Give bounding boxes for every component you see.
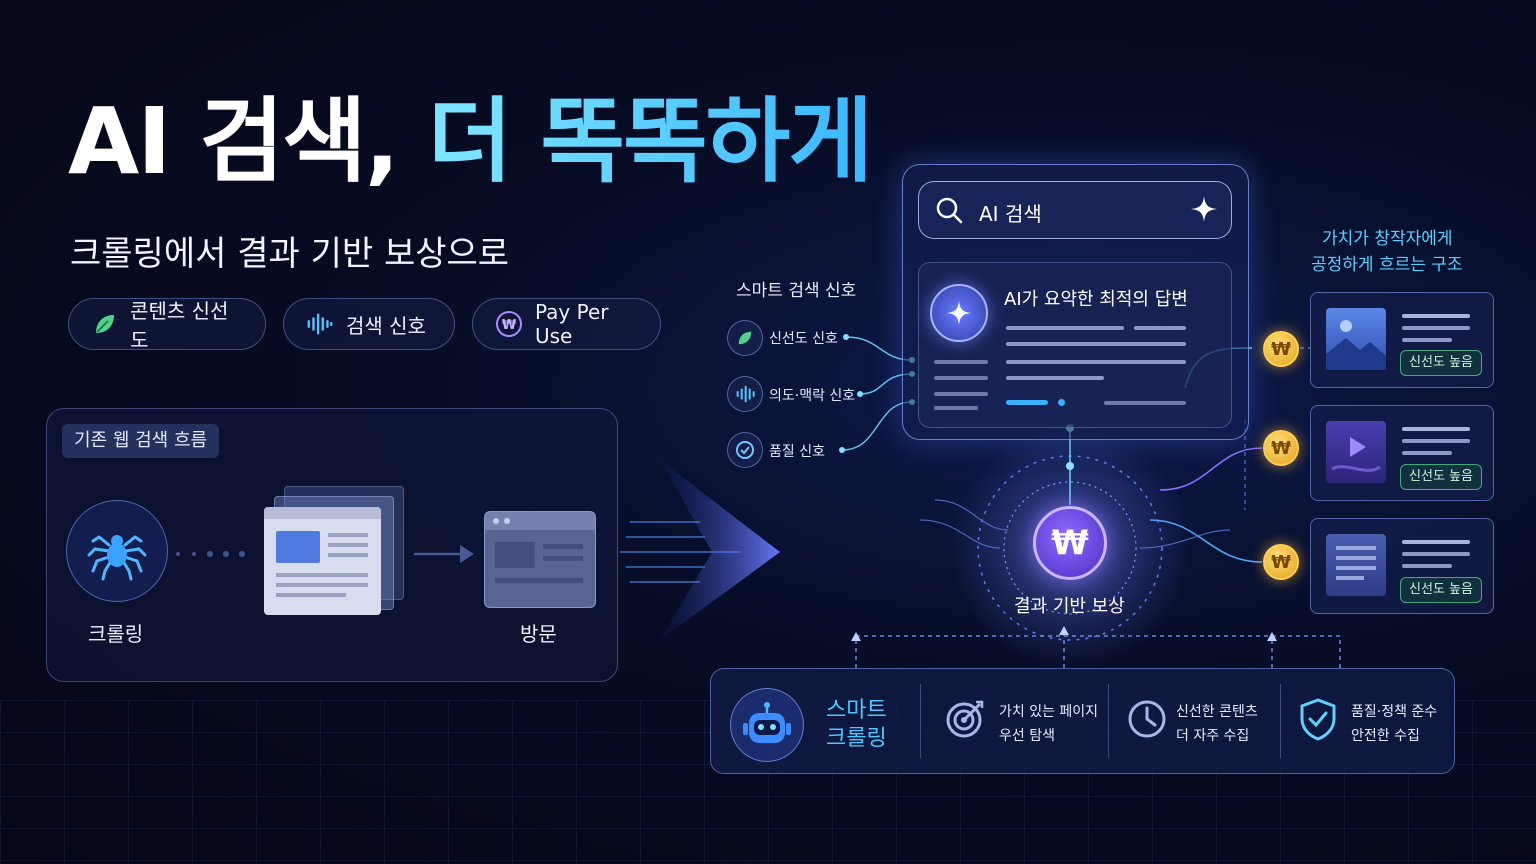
- pill-search-signal: 검색 신호: [283, 298, 455, 350]
- pill-label: Pay Per Use: [535, 300, 609, 348]
- image-icon: [1326, 308, 1386, 370]
- divider: [1280, 684, 1281, 758]
- title-cyan-part: 더 똑똑하게: [427, 88, 873, 195]
- feature-line2: 안전한 수집: [1351, 728, 1420, 744]
- smart-crawl-panel: [710, 668, 1455, 774]
- browser-window-icon: [484, 511, 596, 608]
- document-icon: [264, 507, 381, 615]
- text-line: [1402, 540, 1470, 544]
- feature-freshness: 신선한 콘텐츠 더 자주 수집: [1176, 700, 1258, 748]
- text-line: [1402, 564, 1452, 568]
- text-line: [1402, 451, 1452, 455]
- reward-label: 결과 기반 보상: [1014, 596, 1125, 617]
- won-coin-icon: ₩: [1033, 506, 1107, 580]
- signal-label-freshness: 신선도 신호: [769, 331, 838, 347]
- main-title: AI 검색, 더 똑똑하게: [68, 96, 873, 188]
- clock-icon: [1127, 699, 1167, 743]
- soundwave-icon: [727, 376, 763, 412]
- creators-heading-line1: 가치가 창작자에게: [1322, 229, 1453, 249]
- coin-symbol: ₩: [1271, 551, 1291, 573]
- crawl-label: 크롤링: [88, 622, 144, 646]
- divider: [920, 684, 921, 758]
- feature-priority: 가치 있는 페이지 우선 탐색: [999, 700, 1098, 748]
- signal-label-quality: 품질 신호: [769, 444, 825, 460]
- feature-line1: 품질·정책 준수: [1351, 704, 1438, 720]
- ai-sparkle-icon: [930, 284, 988, 342]
- search-icon: [935, 196, 963, 228]
- coin-symbol: ₩: [1271, 338, 1291, 360]
- text-line: [1402, 552, 1470, 556]
- answer-title: AI가 요약한 최적의 답변: [1004, 289, 1188, 310]
- reward-symbol: ₩: [1051, 523, 1089, 563]
- won-coin-icon: ₩: [495, 310, 523, 338]
- shield-check-icon: [1298, 697, 1338, 745]
- feature-compliance: 품질·정책 준수 안전한 수집: [1351, 700, 1437, 748]
- video-icon: [1326, 421, 1386, 483]
- text-line: [1402, 427, 1470, 431]
- ai-search-bar[interactable]: AI 검색: [918, 181, 1232, 239]
- pill-label: 검색 신호: [346, 313, 426, 338]
- text-line: [1402, 314, 1470, 318]
- sparkle-icon: [1189, 194, 1219, 228]
- visit-label: 방문: [520, 622, 557, 646]
- signal-label-intent: 의도·맥락 신호: [769, 388, 856, 404]
- spider-icon: [66, 500, 168, 602]
- text-line: [1402, 439, 1470, 443]
- signals-heading: 스마트 검색 신호: [736, 281, 857, 301]
- coin-icon: ₩: [1263, 331, 1299, 367]
- feature-line2: 더 자주 수집: [1176, 728, 1250, 744]
- pill-content-freshness: 콘텐츠 신선도: [68, 298, 266, 352]
- pill-label: 콘텐츠 신선도: [130, 299, 229, 352]
- smart-crawl-title-line2: 크롤링: [826, 726, 887, 751]
- leaf-icon: [727, 320, 763, 356]
- coin-symbol: ₩: [1271, 437, 1291, 459]
- freshness-badge: 신선도 높음: [1400, 577, 1482, 603]
- leaf-icon: [91, 310, 118, 338]
- search-input[interactable]: AI 검색: [979, 202, 1042, 226]
- text-line: [1402, 338, 1452, 342]
- freshness-badge: 신선도 높음: [1400, 464, 1482, 490]
- feature-line2: 우선 탐색: [999, 728, 1055, 744]
- text-line: [1402, 326, 1470, 330]
- creators-heading-line2: 공정하게 흐르는 구조: [1311, 255, 1463, 275]
- subtitle: 크롤링에서 결과 기반 보상으로: [70, 234, 510, 274]
- pill-pay-per-use: ₩ Pay Per Use: [472, 298, 661, 350]
- target-icon: [944, 698, 986, 744]
- smart-crawl-title-line1: 스마트: [826, 698, 887, 723]
- coin-icon: ₩: [1263, 430, 1299, 466]
- divider: [1108, 684, 1109, 758]
- soundwave-icon: [306, 310, 334, 338]
- check-circle-icon: [727, 432, 763, 468]
- freshness-badge: 신선도 높음: [1400, 350, 1482, 376]
- smart-crawl-title: 스마트 크롤링: [826, 697, 887, 753]
- svg-text:₩: ₩: [502, 318, 517, 333]
- title-white-part: AI 검색,: [68, 88, 400, 195]
- feature-line1: 가치 있는 페이지: [999, 704, 1099, 720]
- coin-icon: ₩: [1263, 544, 1299, 580]
- legacy-flow-tag: 기존 웹 검색 흐름: [62, 424, 220, 458]
- feature-line1: 신선한 콘텐츠: [1176, 704, 1258, 720]
- document-icon: [1326, 534, 1386, 596]
- robot-icon: [730, 688, 804, 762]
